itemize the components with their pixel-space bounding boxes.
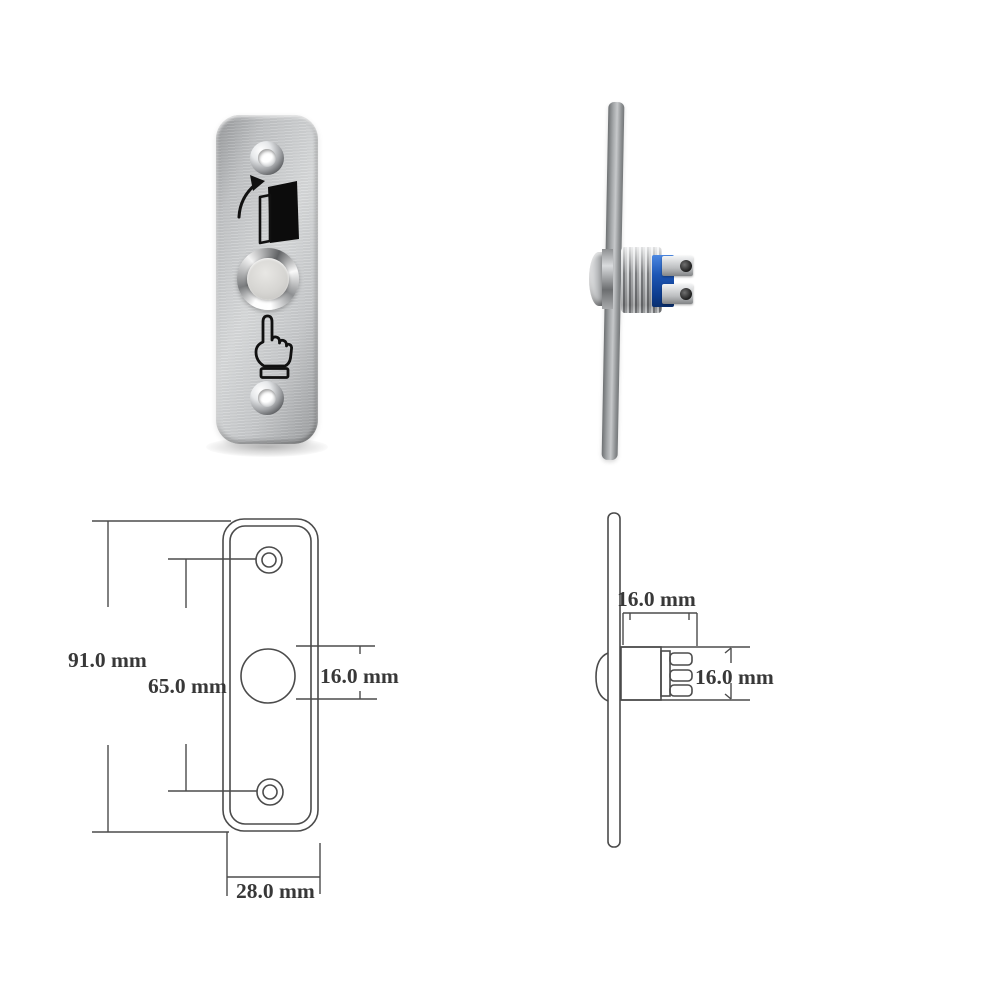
dim-button-diameter: 16.0 mm [296,645,399,700]
body-flange [660,650,671,697]
hand-outline [254,314,293,368]
dim-plate-width: 28.0 mm [226,832,321,903]
press-hand-icon [254,314,293,379]
terminal-pin-1 [669,652,693,666]
top-hole-outer [255,546,283,574]
plate-outline [222,518,319,832]
terminal-pin-2 [669,669,693,682]
screw-spacing-label: 65.0 mm [148,674,227,698]
door-frame [258,193,272,245]
mounting-nut [602,249,613,309]
bottom-hole-inner [262,784,278,800]
door-open-icon [237,175,299,245]
top-screw-hole [250,141,284,175]
dim-overall-height: 91.0 mm [68,520,231,833]
terminal-pin-3 [669,684,693,697]
button-hole [240,648,296,704]
switch-body-outline [620,646,693,701]
dim-body-height: 16.0 mm [621,646,774,701]
bottom-hole-outer [256,778,284,806]
door-leaf [268,181,299,243]
side-dimension-drawing: 16.0 mm 16.0 mm [595,512,774,848]
front-dimension-drawing: 91.0 mm 65.0 mm 16.0 mm 28.0 mm [68,518,399,903]
terminal-screw-bottom [662,284,693,304]
side-plate-outline [595,512,621,848]
terminal-screw-top [662,256,693,276]
bottom-screw-hole [250,381,284,415]
hand-cuff [259,367,290,379]
plate-width-label: 28.0 mm [236,879,315,903]
dim-body-depth: 16.0 mm [617,587,698,646]
overall-height-label: 91.0 mm [68,648,147,672]
swing-arrow-head [250,175,265,191]
push-button [237,248,299,310]
button-head-profile [595,652,609,702]
dim-screw-spacing: 65.0 mm [148,558,257,792]
top-hole-inner [261,552,277,568]
body-depth-label: 16.0 mm [617,587,696,611]
push-button-face [247,258,289,300]
button-diameter-label: 16.0 mm [320,664,399,688]
button-head-dome [589,252,605,306]
body-height-label: 16.0 mm [695,665,774,689]
